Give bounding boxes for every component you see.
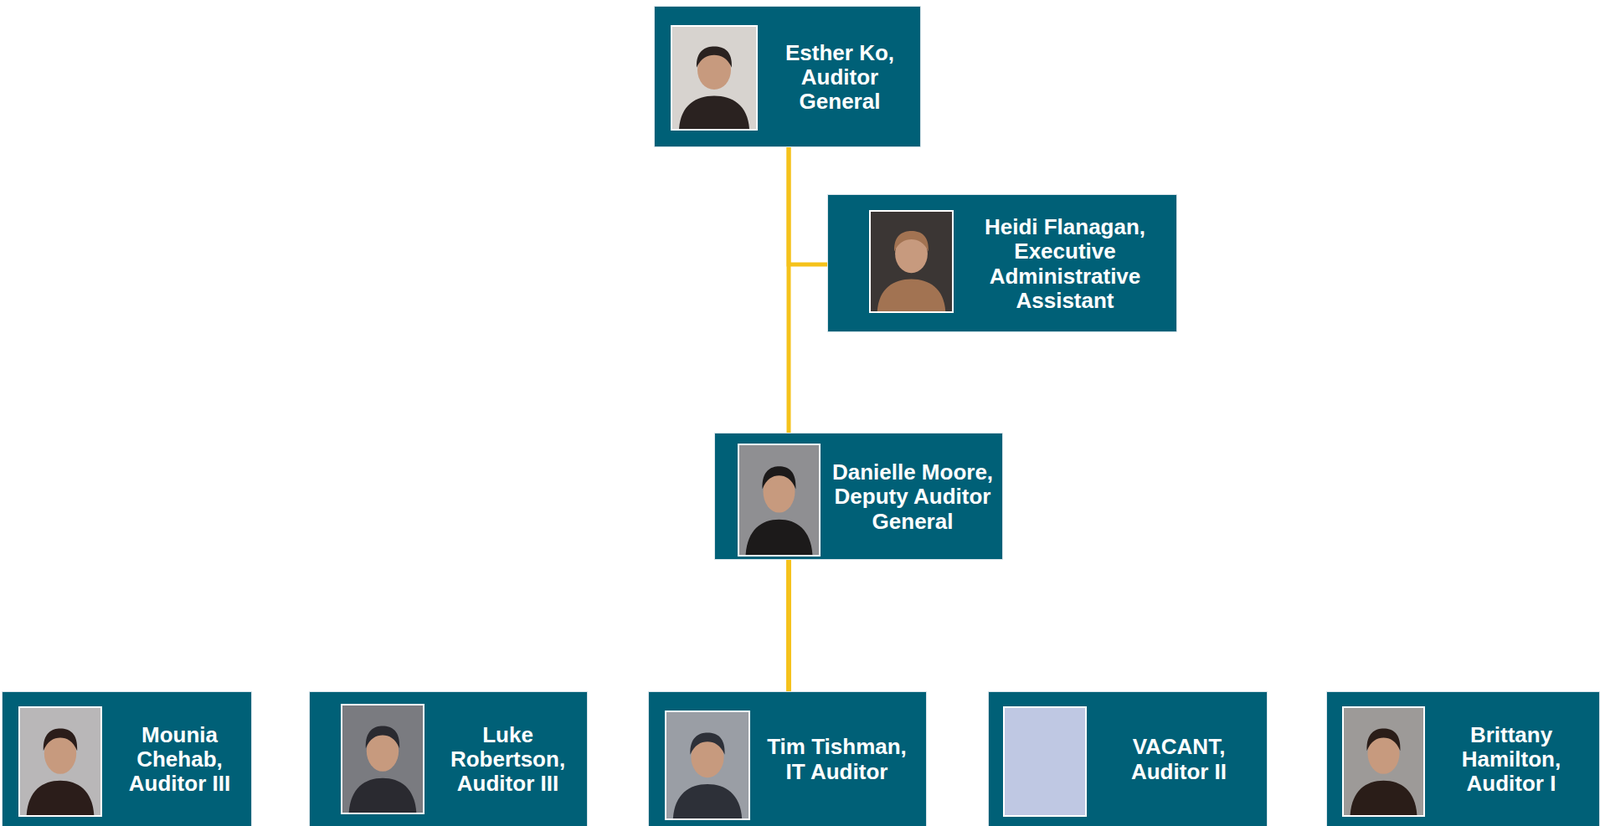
name-title: Mounia Chehab, Auditor III [109,723,250,797]
portrait-photo [672,26,757,129]
name-title: VACANT, Auditor II [1095,735,1262,784]
reporting-line [787,560,792,692]
text-area: Esther Ko, Auditor General [763,6,916,149]
portrait-photo [739,445,819,556]
photo-frame [737,443,821,557]
org-box: Esther Ko, Auditor General [653,5,921,148]
photo-frame [670,25,758,131]
org-box: Luke Robertson, Auditor III [308,691,588,826]
reporting-line [787,147,792,433]
portrait-photo [20,708,101,816]
portrait-photo [1343,708,1424,816]
org-box: Heidi Flanagan, Executive Administrative… [827,194,1178,333]
org-box: VACANT, Auditor II [987,691,1268,826]
photo-frame [869,210,954,314]
text-area: Heidi Flanagan, Executive Administrative… [960,195,1170,334]
org-box: Brittany Hamilton, Auditor I [1326,691,1600,826]
portrait-photo [1004,708,1086,816]
name-title: Luke Robertson, Auditor III [433,723,582,797]
reporting-line [787,560,792,692]
text-area: Brittany Hamilton, Auditor I [1434,692,1589,826]
name-title: Tim Tishman, IT Auditor [759,735,915,784]
text-area: Luke Robertson, Auditor III [433,692,582,826]
name-title: Esther Ko, Auditor General [763,41,916,114]
photo-frame [340,704,425,815]
name-title: Heidi Flanagan, Executive Administrative… [960,215,1170,313]
reporting-line [787,560,792,692]
name-title: Danielle Moore, Deputy Auditor General [825,460,1000,534]
text-area: VACANT, Auditor II [1095,692,1262,826]
photo-frame [1342,706,1426,818]
org-box: Tim Tishman, IT Auditor [648,691,927,826]
photo-frame [18,706,103,818]
reporting-line [787,560,792,692]
photo-frame [1003,706,1087,818]
name-title: Brittany Hamilton, Auditor I [1434,723,1589,797]
text-area: Mounia Chehab, Auditor III [109,692,250,826]
portrait-photo [342,705,423,813]
org-box: Danielle Moore, Deputy Auditor General [714,432,1004,561]
photo-frame [664,710,751,821]
reporting-line [787,560,792,692]
portrait-photo [666,712,749,819]
org-box: Mounia Chehab, Auditor III [1,691,253,826]
portrait-photo [870,211,952,312]
text-area: Tim Tishman, IT Auditor [759,692,915,826]
reporting-line [788,147,828,265]
text-area: Danielle Moore, Deputy Auditor General [825,433,1000,561]
